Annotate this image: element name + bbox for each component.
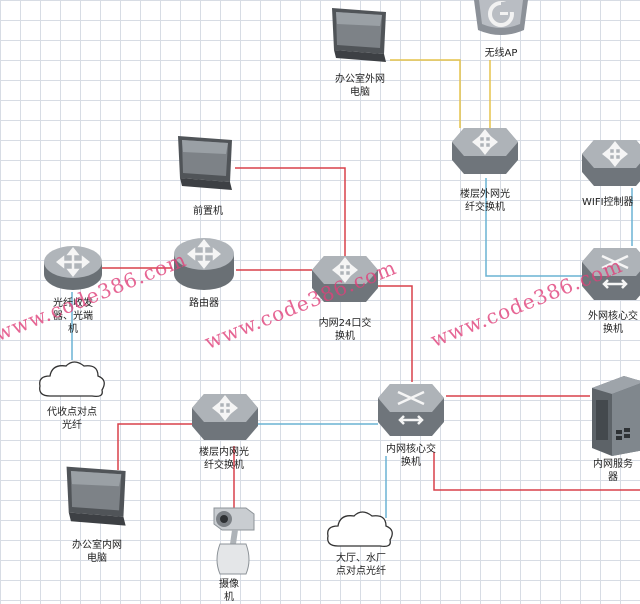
switch-icon[interactable] <box>450 124 520 178</box>
monitor-icon[interactable] <box>326 6 390 62</box>
link-floor-ext-switch-to-ext-core <box>485 178 582 277</box>
core-switch-icon[interactable] <box>580 244 640 304</box>
switch-icon[interactable] <box>190 390 260 444</box>
switch-icon[interactable] <box>580 136 640 190</box>
camera-icon[interactable] <box>206 504 262 576</box>
router-icon[interactable] <box>42 244 104 294</box>
link-front-pc-to-24port <box>235 167 346 256</box>
cloud-icon[interactable] <box>36 356 108 402</box>
ext-core-switch-label: 外网核心交 换机 <box>588 311 638 335</box>
cloud-icon[interactable] <box>324 506 396 552</box>
wireless-ap-label: 无线AP <box>484 48 518 59</box>
optical-transceiver-label: 光纤收发 器、光端 机 <box>53 298 93 335</box>
link-office-ext-pc-to-floor-ext-switch <box>390 59 461 128</box>
monitor-icon[interactable] <box>172 134 236 190</box>
office-ext-pc-label: 办公室外网 电脑 <box>335 74 385 98</box>
floor-int-switch-label: 楼层内网光 纤交换机 <box>199 447 249 471</box>
int-server-label: 内网服务 器 <box>593 459 633 483</box>
wifi-controller-label: WIFI控制器 <box>582 197 634 208</box>
wireless-ap-icon[interactable] <box>470 0 532 40</box>
server-icon[interactable] <box>588 376 640 456</box>
link-int-core-to-right <box>433 452 640 491</box>
router-label: 路由器 <box>189 298 219 309</box>
hall-fiber-label: 大厅、水厂 点对点光纤 <box>336 553 386 577</box>
agent-fiber-label: 代收点对点 光纤 <box>47 407 97 431</box>
router-icon[interactable] <box>172 236 236 292</box>
intranet-24port-label: 内网24口交 换机 <box>318 318 372 342</box>
link-floor-int-to-office-int-pc <box>117 423 192 470</box>
monitor-icon[interactable] <box>60 464 130 526</box>
camera-label: 摄像 机 <box>219 579 239 603</box>
core-switch-icon[interactable] <box>376 380 446 440</box>
office-int-pc-label: 办公室内网 电脑 <box>72 540 122 564</box>
switch-icon[interactable] <box>310 252 380 306</box>
int-core-switch-label: 内网核心交 换机 <box>386 444 436 468</box>
link-24port-to-int-core <box>378 285 413 382</box>
floor-ext-switch-label: 楼层外网光 纤交换机 <box>460 189 510 213</box>
front-pc-label: 前置机 <box>193 206 223 217</box>
